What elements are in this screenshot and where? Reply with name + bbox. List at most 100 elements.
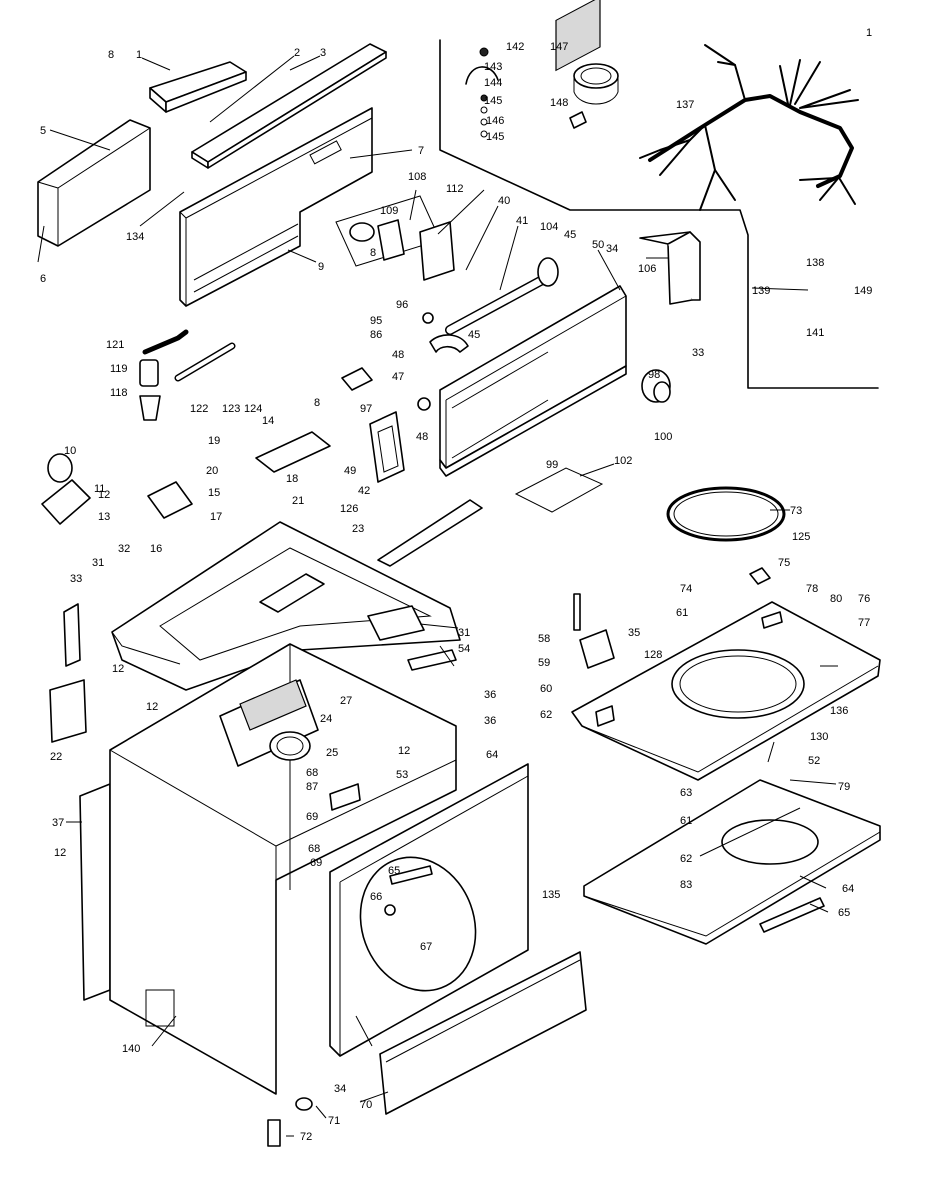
callout-13: 13 xyxy=(98,511,110,523)
callout-45b: 45 xyxy=(468,329,480,341)
callout-42: 42 xyxy=(358,485,370,497)
callout-33b: 33 xyxy=(692,347,704,359)
callout-24: 24 xyxy=(320,713,332,725)
callout-109: 109 xyxy=(380,205,398,217)
callout-36b: 36 xyxy=(484,715,496,727)
callout-21: 21 xyxy=(292,495,304,507)
callout-31b: 31 xyxy=(458,627,470,639)
callout-77: 77 xyxy=(858,617,870,629)
callout-16: 16 xyxy=(150,543,162,555)
callout-121: 121 xyxy=(106,339,124,351)
callout-137: 137 xyxy=(676,99,694,111)
callout-70: 70 xyxy=(360,1099,372,1111)
control-bracket-group xyxy=(335,0,701,513)
callout-33a: 33 xyxy=(70,573,82,585)
callout-118: 118 xyxy=(110,387,128,399)
callout-11: 11 xyxy=(94,483,105,495)
part-73-seal-ring xyxy=(666,486,786,542)
callout-14: 14 xyxy=(262,415,274,427)
callout-139: 139 xyxy=(752,285,770,297)
callout-8b: 8 xyxy=(370,247,376,259)
callout-86: 86 xyxy=(370,329,382,341)
tub-group xyxy=(571,486,881,945)
callout-143: 143 xyxy=(484,61,502,73)
callout-54: 54 xyxy=(458,643,470,655)
callout-108: 108 xyxy=(408,171,426,183)
callout-122: 122 xyxy=(190,403,208,415)
callout-19: 19 xyxy=(208,435,220,447)
callout-95: 95 xyxy=(370,315,382,327)
left-small-parts xyxy=(41,329,483,743)
callout-2: 2 xyxy=(294,47,300,59)
callout-31a: 31 xyxy=(92,557,104,569)
callout-40: 40 xyxy=(498,195,510,207)
callout-22: 22 xyxy=(50,751,62,763)
callout-7: 7 xyxy=(418,145,424,157)
callout-72: 72 xyxy=(300,1131,312,1143)
callout-148: 148 xyxy=(550,97,568,109)
callout-87: 87 xyxy=(306,781,318,793)
callout-145b: 145 xyxy=(486,131,504,143)
callout-23: 23 xyxy=(352,523,364,535)
callout-112: 112 xyxy=(446,183,464,195)
callout-8a: 8 xyxy=(108,49,114,61)
cabinet-back-panel xyxy=(79,783,111,1001)
callout-labels: 8 1 2 3 5 6 7 134 9 108 112 109 40 41 10… xyxy=(40,41,872,1143)
callout-69a: 69 xyxy=(306,811,318,823)
callout-63: 63 xyxy=(680,787,692,799)
callout-27: 27 xyxy=(340,695,352,707)
callout-3: 3 xyxy=(320,47,326,59)
callout-34a: 34 xyxy=(606,243,618,255)
callout-66: 66 xyxy=(370,891,382,903)
callout-99: 99 xyxy=(546,459,558,471)
callout-12e: 12 xyxy=(54,847,66,859)
callout-98: 98 xyxy=(648,369,660,381)
callout-17: 17 xyxy=(210,511,222,523)
callout-32: 32 xyxy=(118,543,130,555)
callout-149: 149 xyxy=(854,285,872,297)
callout-104: 104 xyxy=(540,221,558,233)
callout-65a: 65 xyxy=(388,865,400,877)
part-70-toe-panel xyxy=(379,951,587,1115)
callout-134: 134 xyxy=(126,231,144,243)
callout-64b: 64 xyxy=(842,883,854,895)
console-top-group xyxy=(37,43,387,307)
callout-8c: 8 xyxy=(314,397,320,409)
callout-128: 128 xyxy=(644,649,662,661)
callout-140: 140 xyxy=(122,1043,140,1055)
callout-138: 138 xyxy=(806,257,824,269)
callout-78: 78 xyxy=(806,583,818,595)
callout-123: 123 xyxy=(222,403,240,415)
callout-106: 106 xyxy=(638,263,656,275)
callout-18: 18 xyxy=(286,473,298,485)
callout-35: 35 xyxy=(628,627,640,639)
part-50-control-panel xyxy=(439,285,627,469)
callout-12a: 12 xyxy=(98,489,110,501)
callout-136: 136 xyxy=(830,705,848,717)
callout-64a: 64 xyxy=(486,749,498,761)
callout-97: 97 xyxy=(360,403,372,415)
callout-47: 47 xyxy=(392,371,404,383)
callout-10: 10 xyxy=(64,445,76,457)
cabinet xyxy=(79,643,587,1147)
callout-12c: 12 xyxy=(146,701,158,713)
callout-135: 135 xyxy=(542,889,560,901)
callout-68a: 68 xyxy=(306,767,318,779)
callout-67: 67 xyxy=(420,941,432,953)
callout-62a: 62 xyxy=(540,709,552,721)
part-84-base xyxy=(583,779,881,945)
callout-15: 15 xyxy=(208,487,220,499)
callout-25: 25 xyxy=(326,747,338,759)
callout-79: 79 xyxy=(838,781,850,793)
callout-59: 59 xyxy=(538,657,550,669)
callout-96: 96 xyxy=(396,299,408,311)
callout-126: 126 xyxy=(340,503,358,515)
callout-9: 9 xyxy=(318,261,324,273)
door-opening xyxy=(359,856,477,992)
callout-45a: 45 xyxy=(564,229,576,241)
callout-41: 41 xyxy=(516,215,528,227)
callout-144: 144 xyxy=(484,77,502,89)
callout-119: 119 xyxy=(110,363,128,375)
